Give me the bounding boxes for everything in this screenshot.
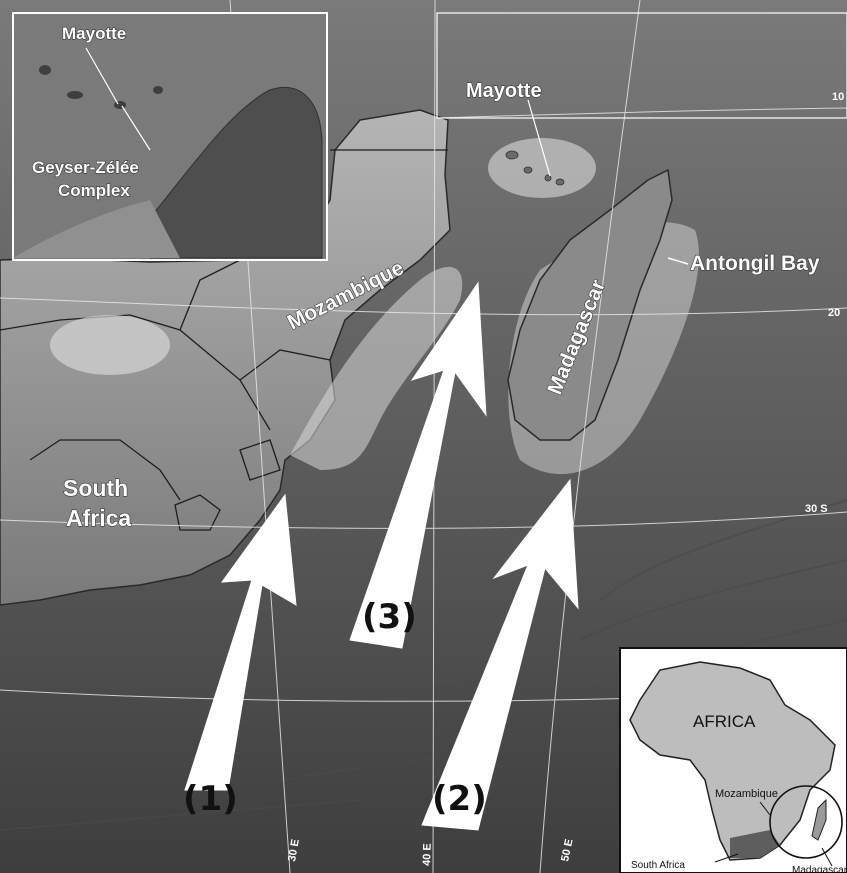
madagascar-island bbox=[507, 168, 673, 441]
label-mayotte: Mayotte bbox=[466, 80, 542, 102]
mayotte-leader bbox=[527, 99, 551, 177]
label-south-africa-1: South bbox=[63, 475, 128, 501]
lat-tick-10: 10 bbox=[832, 91, 844, 103]
lat-tick-20: 20 bbox=[828, 307, 840, 319]
inset-focus-circle bbox=[769, 785, 843, 859]
route-label-1: (1) bbox=[183, 779, 238, 819]
lon-tick-3: 50 E bbox=[559, 838, 575, 863]
inset-label-madagascar: Madagascar bbox=[792, 865, 847, 873]
label-south-africa-2: Africa bbox=[66, 505, 131, 531]
lat-tick-30: 30 S bbox=[805, 503, 828, 515]
inset-label-mayotte: Mayotte bbox=[62, 24, 126, 43]
inset-label-africa: AFRICA bbox=[693, 712, 756, 731]
arrow-route-1 bbox=[184, 493, 297, 791]
africa-outline bbox=[629, 661, 836, 861]
lon-tick-2: 40 E bbox=[421, 843, 434, 866]
lon-tick-1: 30 E bbox=[286, 838, 302, 862]
country-borders bbox=[0, 149, 448, 531]
arrow-route-2 bbox=[421, 478, 579, 831]
antongil-leader bbox=[667, 257, 689, 265]
mozambique-halo bbox=[290, 266, 463, 470]
inset-southern-shade bbox=[730, 830, 780, 858]
label-antongil-bay: Antongil Bay bbox=[690, 252, 820, 275]
comoros-islands bbox=[505, 150, 565, 186]
inset-label-geyser-1: Geyser-Zélée bbox=[32, 158, 139, 177]
highlands bbox=[50, 315, 170, 375]
migration-arrows bbox=[184, 281, 579, 831]
inset-label-south-africa: South Africa bbox=[631, 860, 685, 871]
inset-africa-locator: AFRICA Mozambique South Africa Madagasca… bbox=[619, 647, 847, 873]
route-label-3: (3) bbox=[362, 597, 417, 637]
inset-mayotte-detail: Mayotte Geyser-Zélée Complex bbox=[12, 12, 328, 261]
inset-label-mozambique: Mozambique bbox=[715, 788, 778, 800]
detail-area-box bbox=[436, 12, 847, 119]
route-label-2: (2) bbox=[432, 779, 487, 819]
arrow-route-3 bbox=[349, 281, 487, 649]
inset-label-geyser-2: Complex bbox=[58, 181, 130, 200]
inset-madagascar bbox=[811, 798, 827, 841]
